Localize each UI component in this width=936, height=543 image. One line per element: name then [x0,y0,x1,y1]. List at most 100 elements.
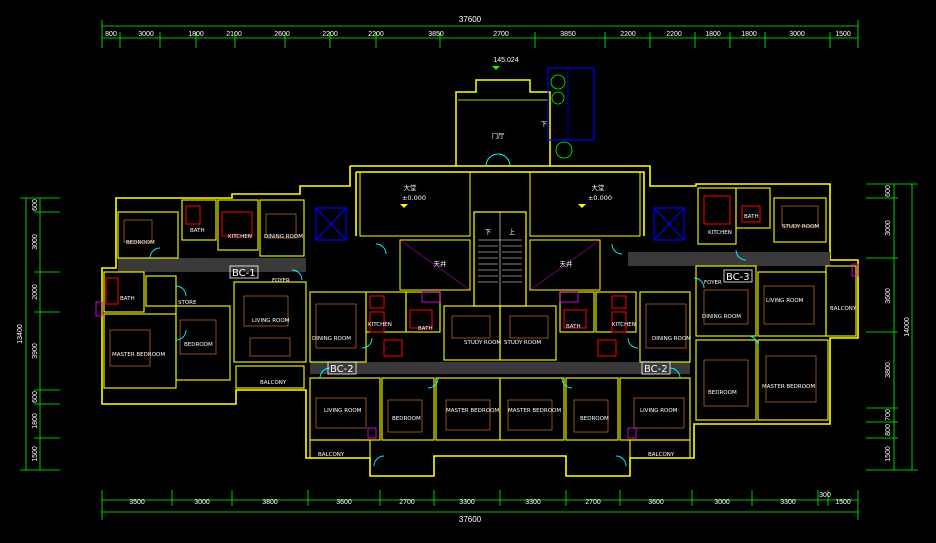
light-well-right [529,239,601,291]
room-study: STUDY ROOM [782,224,819,230]
room-living: LIVING ROOM [766,298,804,304]
room-balcony: BALCONY [648,452,675,458]
room-labels: BEDROOM BATH KITCHEN DINING ROOM FOYER B… [112,214,857,458]
top-dim-5: 2600 [274,31,290,38]
right-dim-3: 3600 [885,288,892,304]
lobby-left-level: ±0.000 [402,194,426,202]
right-dim-5: 700 [885,409,892,421]
room-bedroom: BEDROOM [708,390,737,396]
right-total-dimension: 14000 [904,317,911,337]
room-bath: BATH [418,326,433,332]
room-bath: BATH [566,324,581,330]
right-dim-4: 3800 [885,362,892,378]
top-dim-9: 2700 [493,31,509,38]
room-kitchen: KITCHEN [612,322,636,328]
door-swings [149,243,759,467]
unit-tag-bc3: BC-3 [723,269,753,283]
room-dining: DINING ROOM [312,336,351,342]
bottom-total-dimension: 37600 [459,515,482,524]
top-total-dimension: 37600 [459,15,482,24]
right-wing-walls [695,187,857,421]
lobby-left [359,171,471,237]
room-store: STORE [178,300,197,306]
top-dim-15: 3000 [789,31,805,38]
elevation-value: 145.024 [493,57,518,64]
left-dim-6: 1800 [32,413,39,429]
left-total-dimension: 13400 [17,324,24,344]
bottom-dim-4: 3600 [336,499,352,506]
room-master-bedroom: MASTER BEDROOM [446,408,499,414]
room-study: STUDY ROOM [504,340,541,346]
room-living: LIVING ROOM [324,408,362,414]
bottom-dim-5: 2700 [399,499,415,506]
room-master-bedroom: MASTER BEDROOM [508,408,561,414]
room-living: LIVING ROOM [252,318,290,324]
elevator-left [315,207,347,241]
right-dim-7: 1500 [885,446,892,462]
top-dim-16: 1500 [835,31,851,38]
room-kitchen: KITCHEN [368,322,392,328]
bottom-dim-7: 3300 [525,499,541,506]
right-segment-labels: 600 3000 3600 3800 700 800 1500 [885,185,892,462]
right-dim-6: 800 [885,424,892,436]
lobby-left-label: 大堂 [404,183,418,192]
lobby-right [529,171,641,237]
bottom-dim-1: 3500 [129,499,145,506]
center-walls [309,291,691,459]
right-dim-1: 600 [885,185,892,197]
top-dim-4: 2100 [226,31,242,38]
furniture [109,205,819,433]
room-bedroom: BEDROOM [126,240,155,246]
elevation-mark: 145.024 [492,57,519,70]
room-master-bedroom: MASTER BEDROOM [112,352,165,358]
lobby-left-level-mark [400,204,408,208]
left-dim-3: 2000 [32,284,39,300]
right-dim-2: 3000 [885,220,892,236]
right-dimension-chain [866,183,918,471]
room-balcony: BALCONY [260,380,287,386]
top-dimension-chain [101,20,859,48]
room-bath: BATH [120,296,135,302]
bottom-dim-11: 3300 [780,499,796,506]
bottom-dim-10: 3000 [714,499,730,506]
room-bedroom: BEDROOM [392,416,421,422]
room-bath: BATH [744,214,759,220]
left-dim-4: 3900 [32,343,39,359]
room-bath: BATH [190,228,205,234]
lobby-right-label: 大堂 [592,183,606,192]
unit-tag-bc1: BC-1 [229,265,259,279]
top-segment-labels: 800 3000 1800 2100 2600 2200 2200 3850 2… [105,31,851,38]
bottom-dimension-chain [101,490,859,520]
top-dim-10: 3850 [560,31,576,38]
left-dimension-chain [20,197,60,471]
left-segment-labels: 600 3000 2000 3900 600 1800 1500 [32,199,39,462]
entrance-trees [550,74,573,159]
left-dim-5: 600 [32,391,39,403]
unit-tag-label: BC-3 [726,272,750,283]
entrance-door [485,153,511,167]
room-bedroom: BEDROOM [184,342,213,348]
left-dim-2: 3000 [32,234,39,250]
room-balcony: BALCONY [830,306,857,312]
central-stair [473,211,527,307]
bottom-dim-3: 3800 [262,499,278,506]
room-living: LIVING ROOM [640,408,678,414]
unit-tag-label: BC-2 [644,364,668,375]
top-dim-2: 3000 [138,31,154,38]
room-balcony: BALCONY [318,452,345,458]
bottom-dim-2: 3000 [194,499,210,506]
top-dim-8: 3850 [428,31,444,38]
lobby-right-level-mark [578,204,586,208]
unit-tag-label: BC-2 [330,364,354,375]
top-dim-3: 1800 [188,31,204,38]
left-wing-walls [103,199,307,389]
light-well-right-label: 天井 [560,259,574,268]
entrance-down-label: 下 [541,120,548,128]
bottom-dim-9: 3600 [648,499,664,506]
top-dim-6: 2200 [322,31,338,38]
unit-tag-bc2-right: BC-2 [641,361,671,375]
corridors [118,252,830,374]
bottom-dim-8: 2700 [585,499,601,506]
light-well-left-label: 天井 [434,259,448,268]
